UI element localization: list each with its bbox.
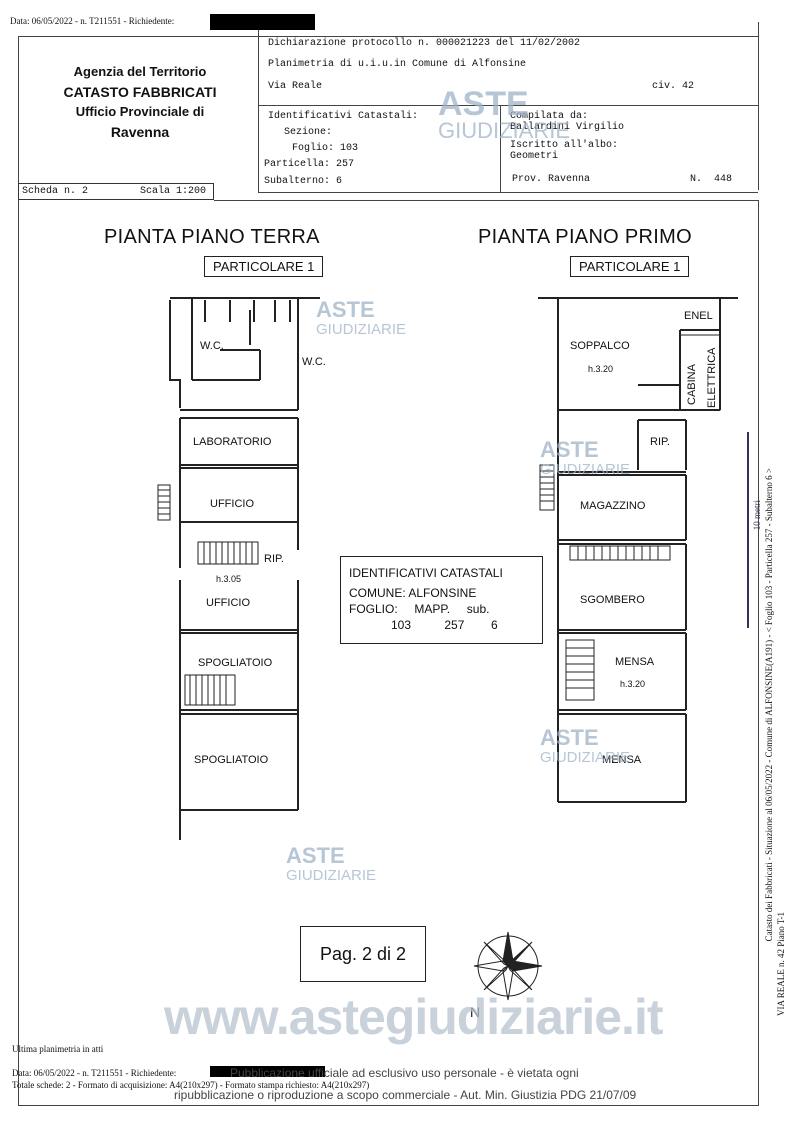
footer-ultima: Ultima planimetria in atti [12, 1044, 104, 1054]
identificativi-title: IDENTIFICATIVI CATASTALI [349, 566, 503, 580]
room-magazzino: MAGAZZINO [580, 500, 646, 512]
watermark-aste-text: ASTE [316, 297, 375, 322]
room-elettrica: ELETTRICA [706, 347, 718, 408]
watermark-aste-text: ASTE [540, 437, 599, 462]
watermark-aste-right-2: ASTE GIUDIZIARIE [540, 725, 631, 768]
watermark-aste-text: ASTE [438, 85, 529, 123]
scale-bar [747, 432, 749, 628]
header-identificativi-label: Identificativi Catastali: [268, 111, 419, 122]
footer-pubblicazione-2: ripubblicazione o riproduzione a scopo c… [174, 1088, 637, 1102]
room-soppalco: SOPPALCO [570, 340, 630, 352]
header-top-rule [18, 36, 758, 37]
header-foglio: Foglio: 103 [292, 143, 359, 154]
agency-line-2: CATASTO FABBRICATI [63, 84, 217, 100]
footer-data: Data: 06/05/2022 - n. T211551 - Richiede… [12, 1068, 177, 1078]
scheda-scala: Scala 1:200 [140, 186, 207, 197]
watermark-aste-right: ASTE GIUDIZIARIE [540, 437, 631, 480]
room-rip-right: RIP. [650, 436, 670, 448]
header-divider-1 [258, 30, 259, 192]
frame-top-rule [214, 200, 759, 201]
room-spogliatoio-2: SPOGLIATOIO [194, 754, 269, 766]
frame-bottom-rule [18, 1105, 759, 1106]
room-mensa-1: MENSA [615, 656, 655, 668]
room-sgombero: SGOMBERO [580, 594, 645, 606]
room-cabina: CABINA [686, 364, 698, 405]
watermark-url: www.astegiudiziarie.it [164, 989, 663, 1045]
room-height: h.3.05 [216, 574, 242, 584]
room-enel: ENEL [684, 310, 713, 322]
header-iscritto-val: Geometri [510, 151, 559, 162]
watermark-aste-header: ASTE GIUDIZIARIE [438, 85, 571, 143]
header-compilata-nome: Ballardini Virgilio [510, 122, 625, 133]
identificativi-box: IDENTIFICATIVI CATASTALI COMUNE: ALFONSI… [340, 556, 543, 644]
scheda-box [18, 183, 214, 200]
frame-left-rule [18, 200, 19, 1105]
header-iscritto-label: Iscritto all'albo: [510, 140, 619, 151]
watermark-giudiziarie-text: GIUDIZIARIE [540, 461, 631, 478]
redacted-footer-requester [210, 1066, 325, 1077]
room-mensa-height: h.3.20 [620, 679, 646, 689]
side-text-line-1: Catasto dei Fabbricati - Situazione al 0… [764, 468, 774, 942]
plan-right-particolare: PARTICOLARE 1 [570, 256, 690, 277]
top-data-line: Data: 06/05/2022 - n. T211551 - Richiede… [10, 16, 175, 26]
watermark-giudiziarie-text: GIUDIZIARIE [316, 321, 407, 338]
footer-pubblicazione-1: Pubblicazione ufficiale ad esclusivo uso… [230, 1066, 579, 1080]
compass-rose-icon [473, 931, 543, 1001]
watermark-giudiziarie-text: GIUDIZIARIE [540, 749, 631, 766]
header-compilata-label: Compilata da: [510, 111, 589, 122]
room-spogliatoio-1: SPOGLIATOIO [198, 657, 273, 669]
room-mensa-2: MENSA [602, 754, 642, 766]
header-bottom-rule [258, 192, 758, 193]
plan-right-drawing [538, 297, 738, 803]
identificativi-labels: FOGLIO: MAPP. sub. [349, 602, 490, 616]
header-divider-2 [500, 105, 501, 192]
plan-left-particolare: PARTICOLARE 1 [204, 256, 324, 277]
header-planimetria: Planimetria di u.i.u.in Comune di Alfons… [268, 59, 527, 70]
room-rip: RIP. [264, 553, 284, 565]
header-right-rule [758, 22, 759, 190]
plan-left-title: PIANTA PIANO TERRA [104, 226, 320, 248]
redacted-requester [210, 14, 315, 30]
plan-right-title: PIANTA PIANO PRIMO [478, 226, 692, 248]
room-wc-1: W.C. [200, 340, 224, 352]
header-civ: civ. 42 [652, 81, 695, 92]
header-divider-h [258, 105, 758, 106]
room-ufficio-2: UFFICIO [206, 597, 250, 609]
header-subalterno: Subalterno: 6 [264, 176, 343, 187]
page-number-box: Pag. 2 di 2 [300, 926, 426, 982]
agency-block: Agenzia del Territorio CATASTO FABBRICAT… [40, 62, 240, 142]
watermark-aste-center: ASTE GIUDIZIARIE [286, 843, 377, 886]
header-dichiarazione: Dichiarazione protocollo n. 000021223 de… [268, 38, 581, 49]
header-left-rule [18, 36, 19, 184]
agency-line-4: Ravenna [110, 124, 170, 140]
watermark-giudiziarie-text: GIUDIZIARIE [438, 118, 571, 143]
room-laboratorio: LABORATORIO [193, 436, 272, 448]
frame-right-rule [758, 200, 759, 1105]
agency-line-1: Agenzia del Territorio [73, 64, 207, 79]
header-via: Via Reale [268, 81, 323, 92]
header-prov: Prov. Ravenna [512, 174, 591, 185]
room-ufficio-1: UFFICIO [210, 498, 254, 510]
side-text-line-2: VIA REALE n. 42 Piano T-1 [776, 912, 786, 1017]
identificativi-values: 103 257 6 [391, 618, 498, 632]
watermark-aste-text: ASTE [286, 843, 345, 868]
room-soppalco-height: h.3.20 [588, 364, 614, 374]
scheda-number: Scheda n. 2 [22, 186, 89, 197]
watermark-giudiziarie-text: GIUDIZIARIE [286, 867, 377, 884]
watermark-aste-text: ASTE [540, 725, 599, 750]
agency-line-3: Ufficio Provinciale di [75, 104, 205, 119]
room-wc-2: W.C. [302, 356, 326, 368]
footer-totale: Totale schede: 2 - Formato di acquisizio… [12, 1080, 370, 1090]
compass-north-label: N [470, 1004, 481, 1020]
identificativi-comune: COMUNE: ALFONSINE [349, 586, 477, 600]
header-numero: N. 448 [690, 174, 733, 185]
plan-left-drawing [157, 297, 320, 840]
header-sezione: Sezione: [284, 127, 333, 138]
watermark-aste-left: ASTE GIUDIZIARIE [316, 297, 407, 340]
header-particella: Particella: 257 [264, 159, 355, 170]
scale-bar-label: 10 metri [752, 500, 762, 531]
